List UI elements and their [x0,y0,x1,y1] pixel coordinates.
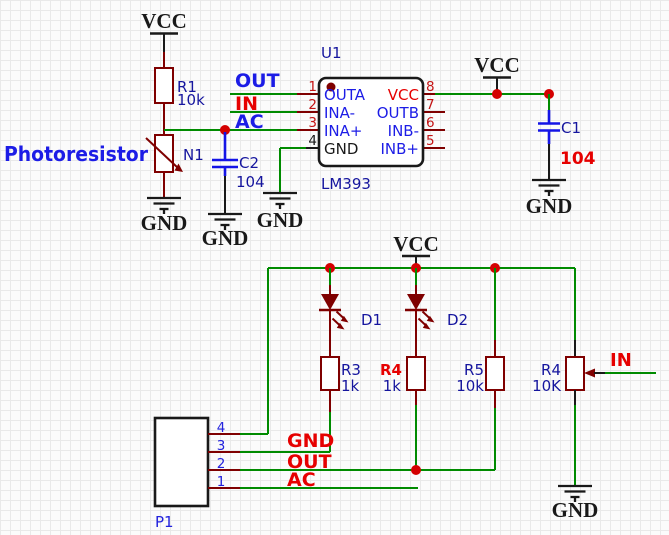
p1-pin4-num: 4 [217,420,226,436]
capacitor-c1[interactable]: C1 104 [538,94,596,180]
p1-body [153,416,210,508]
u1-pin1-mark [326,82,336,92]
junction-vcc [492,89,502,99]
d2-triangle [407,294,425,310]
gnd-symbol-ic[interactable]: GND [257,191,304,232]
vcc-left-label: VCC [141,9,187,33]
n1-arrow-head [174,163,183,172]
u1-pin4-num: 4 [308,133,317,149]
net-label-out-bottom[interactable]: OUT [287,451,332,473]
d2-arrow2-head [422,322,431,330]
n1-arrow-shaft [145,137,179,169]
r1-body [154,67,174,104]
r4-led-value[interactable]: 1k [383,377,402,395]
u1-pin5-num: 5 [426,133,435,149]
r3-ref[interactable]: R3 [341,361,361,379]
potentiometer-r4[interactable]: R4 10K [532,340,605,405]
d1-arrow2-head [336,322,345,330]
r1-value[interactable]: 10k [177,91,205,109]
r4-led-ref[interactable]: R4 [380,361,402,379]
pot-wiper-arrow [584,368,595,378]
r5-ref[interactable]: R5 [464,361,484,379]
u1-part[interactable]: LM393 [321,175,371,193]
ic-u1-lm393[interactable]: U1 LM393 OUTA INA- INA+ GND VCC OUTB INB… [280,44,445,193]
r3-value[interactable]: 1k [341,377,360,395]
d1-arrow1-head [340,315,349,323]
d2-ref[interactable]: D2 [447,311,468,329]
u1-pin3-num: 3 [308,115,317,131]
net-label-out[interactable]: OUT [235,70,280,92]
vcc-symbol-left[interactable]: VCC [141,9,187,52]
gnd-r1-label: GND [141,211,188,235]
d2-arrow1-head [426,315,435,323]
p1-ref[interactable]: P1 [155,513,174,531]
p1-pin1-num: 1 [217,474,226,490]
p1-pin3-num: 3 [217,438,226,454]
n1-ref[interactable]: N1 [183,146,204,164]
n1-body [154,134,174,173]
u1-pin2-num: 2 [308,97,317,113]
gnd-c2-label: GND [202,226,249,250]
resistor-r4-led[interactable]: R4 1k [380,356,426,405]
u1-pin4-name: GND [324,140,358,158]
pot-ref[interactable]: R4 [541,361,561,379]
gnd-symbol-c1[interactable]: GND [526,178,573,218]
p1-pin2-num: 2 [217,456,226,472]
resistor-r1[interactable]: R1 10k [154,52,205,135]
pot-body [565,356,585,391]
resistor-r5[interactable]: R5 10k [456,268,505,408]
net-label-ac-bottom[interactable]: AC [287,469,316,491]
c2-value[interactable]: 104 [236,173,265,191]
net-label-in-bottom[interactable]: IN [610,350,632,371]
d1-triangle [321,294,339,310]
u1-pin6-name: INB- [388,122,419,140]
gnd-pot-label: GND [552,498,599,522]
r5-value[interactable]: 10k [456,377,484,395]
gnd-c1-label: GND [526,194,573,218]
u1-ref[interactable]: U1 [321,44,342,62]
u1-pin7-name: OUTB [377,104,419,122]
u1-pin1-name: OUTA [324,86,366,104]
resistor-r3[interactable]: R3 1k [320,356,361,412]
r5-body [485,356,505,391]
led-d1[interactable]: D1 [319,268,382,357]
led-d2[interactable]: D2 [405,268,468,357]
c1-ref[interactable]: C1 [561,119,581,137]
u1-pin6-num: 6 [426,115,435,131]
r3-body [320,356,340,391]
photoresistor-label[interactable]: Photoresistor [4,142,148,166]
d1-ref[interactable]: D1 [361,311,382,329]
r1-ref[interactable]: R1 [177,78,197,96]
vcc-symbol-right[interactable]: VCC [474,53,520,94]
vcc-right-label: VCC [474,53,520,77]
net-label-in[interactable]: IN [235,93,258,115]
vcc-symbol-bottom[interactable]: VCC [393,232,439,268]
capacitor-c2[interactable]: C2 104 [212,132,265,214]
c2-ref[interactable]: C2 [239,154,259,172]
c1-value[interactable]: 104 [560,149,596,169]
gnd-ic-label: GND [257,208,304,232]
photoresistor-n1[interactable]: N1 [145,134,204,198]
u1-pin8-num: 8 [426,79,435,95]
gnd-symbol-c2[interactable]: GND [202,212,249,250]
junction-ac-c2 [220,125,230,135]
u1-pin5-name: INB+ [380,140,419,158]
u1-pin8-name: VCC [388,86,419,104]
gnd-symbol-r1[interactable]: GND [141,196,188,235]
vcc-bottom-label: VCC [393,232,439,256]
u1-body [317,76,425,168]
junction-out [411,465,421,475]
u1-pin1-num: 1 [308,79,317,95]
net-label-gnd-bottom[interactable]: GND [287,430,334,452]
u1-pin2-name: INA- [324,104,355,122]
net-label-ac[interactable]: AC [235,111,264,133]
gnd-symbol-pot[interactable]: GND [552,484,599,522]
r4-led-body [406,356,426,391]
pot-value[interactable]: 10K [532,377,562,395]
u1-pin7-num: 7 [426,97,435,113]
connector-p1[interactable]: 4 3 2 1 P1 [153,416,240,531]
u1-pin3-name: INA+ [324,122,362,140]
